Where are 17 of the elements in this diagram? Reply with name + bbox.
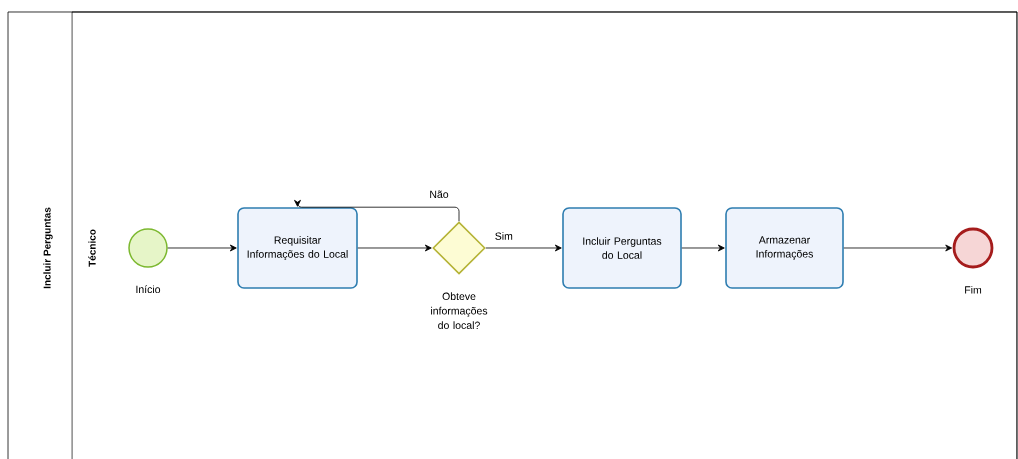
arrow	[485, 244, 562, 252]
arrow	[681, 244, 725, 252]
end-event-circle	[952, 227, 994, 269]
task-box: Incluir Perguntas do Local	[562, 207, 682, 289]
arrow	[167, 244, 237, 252]
node-caption: Obteve informações do local?	[431, 292, 488, 330]
gateway-diamond	[432, 221, 486, 275]
arrow	[843, 244, 953, 252]
task-box: Armazenar Informações	[725, 207, 844, 289]
task-box: Requisitar Informações do Local	[237, 207, 358, 289]
edge-label: Não	[428, 189, 450, 199]
edge-label: Sim	[493, 231, 514, 241]
arrow	[294, 199, 460, 222]
arrow	[357, 244, 432, 252]
node-caption: Início	[136, 285, 161, 294]
start-event-circle	[128, 228, 168, 268]
node-caption: Fim	[965, 285, 982, 294]
